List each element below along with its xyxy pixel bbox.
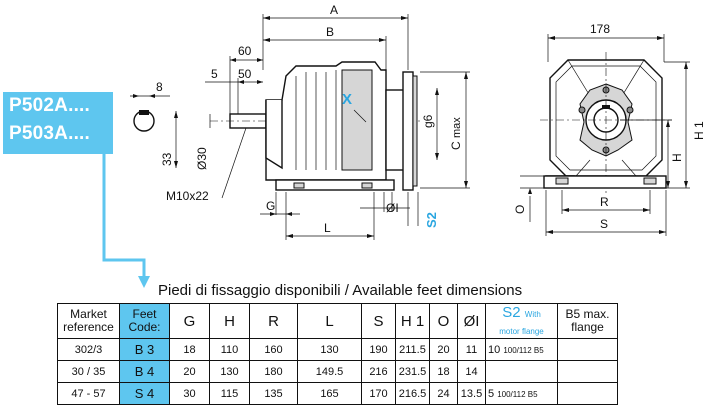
dim-a-label: A xyxy=(330,3,338,17)
cell-h1: 216.5 xyxy=(395,382,430,405)
cell-r: 180 xyxy=(249,360,298,383)
side-view: A B 60 5 50 X xyxy=(130,3,470,240)
thread-label: M10x22 xyxy=(166,189,209,203)
cell-code: S 4 xyxy=(119,382,170,405)
cell-market: 47 - 57 xyxy=(57,382,120,405)
cell-g: 18 xyxy=(169,338,210,361)
dim-b-label: B xyxy=(326,25,334,39)
cell-s2 xyxy=(485,360,558,383)
dim-5-label: 5 xyxy=(211,67,218,81)
cell-g: 30 xyxy=(169,382,210,405)
header-s: S xyxy=(361,303,396,339)
dim-s2-label: S2 xyxy=(424,212,439,228)
table-caption: Piedi di fissaggio disponibili / Availab… xyxy=(158,282,523,299)
callout-arrow xyxy=(102,154,146,280)
dim-ol-label: ØI xyxy=(386,201,399,215)
cell-s2: 5 100/112 B5 xyxy=(485,382,558,405)
header-h1: H 1 xyxy=(395,303,430,339)
cell-h: 115 xyxy=(209,382,250,405)
x-mark-label: X xyxy=(342,91,352,108)
cell-b5 xyxy=(557,382,618,405)
cell-market: 30 / 35 xyxy=(57,360,120,383)
model-codes-box: P502A.... P503A.... xyxy=(3,92,113,154)
dim-o30-label: Ø30 xyxy=(195,147,209,170)
table-row: 302/3 B 3 18 110 160 130 190 211.5 20 11… xyxy=(57,338,618,361)
cell-ol: 14 xyxy=(457,360,486,383)
cell-l: 165 xyxy=(297,382,362,405)
cell-h1: 231.5 xyxy=(395,360,430,383)
header-r: R xyxy=(249,303,298,339)
table-row: 30 / 35 B 4 20 130 180 149.5 216 231.5 1… xyxy=(57,360,618,383)
cell-r: 135 xyxy=(249,382,298,405)
dim-h-label: H xyxy=(670,153,684,162)
cell-b5 xyxy=(557,360,618,383)
cell-s2: 10 100/112 B5 xyxy=(485,338,558,361)
model-code: P502A.... xyxy=(9,95,91,116)
cell-code: B 4 xyxy=(119,360,170,383)
cell-l: 149.5 xyxy=(297,360,362,383)
cell-s: 170 xyxy=(361,382,396,405)
cell-l: 130 xyxy=(297,338,362,361)
dim-50-label: 50 xyxy=(238,67,252,81)
dim-l-label: L xyxy=(324,221,331,235)
cell-g: 20 xyxy=(169,360,210,383)
header-g: G xyxy=(169,303,210,339)
front-view: 178 H 1 H xyxy=(513,22,706,236)
cell-s: 190 xyxy=(361,338,396,361)
cell-b5 xyxy=(557,338,618,361)
cell-h1: 211.5 xyxy=(395,338,430,361)
dim-33-label: 33 xyxy=(160,152,174,166)
cell-h: 130 xyxy=(209,360,250,383)
dim-178-label: 178 xyxy=(590,22,610,36)
dim-g6-label: g6 xyxy=(421,114,435,128)
cell-o: 18 xyxy=(429,360,458,383)
cell-r: 160 xyxy=(249,338,298,361)
cell-code: B 3 xyxy=(119,338,170,361)
dim-c-label: C xyxy=(449,141,463,150)
dim-o-label: O xyxy=(513,205,527,214)
header-h: H xyxy=(209,303,250,339)
cell-market: 302/3 xyxy=(57,338,120,361)
cell-ol: 13.5 xyxy=(457,382,486,405)
cell-o: 24 xyxy=(429,382,458,405)
header-b5: B5 max.flange xyxy=(557,303,618,339)
dim-h1-label: H 1 xyxy=(692,121,706,140)
dim-g-label: G xyxy=(266,199,275,213)
dim-60-label: 60 xyxy=(238,44,252,58)
header-l: L xyxy=(297,303,362,339)
table-row: 47 - 57 S 4 30 115 135 165 170 216.5 24 … xyxy=(57,382,618,405)
header-o: O xyxy=(429,303,458,339)
cell-h: 110 xyxy=(209,338,250,361)
dim-cmax-label: max xyxy=(451,117,463,138)
cell-ol: 11 xyxy=(457,338,486,361)
cell-o: 20 xyxy=(429,338,458,361)
header-ol: ØI xyxy=(457,303,486,339)
model-code: P503A.... xyxy=(9,123,91,144)
dim-r-label: R xyxy=(600,195,609,209)
cell-s: 216 xyxy=(361,360,396,383)
dim-s-label: S xyxy=(600,217,608,231)
dim-8-label: 8 xyxy=(156,80,163,94)
